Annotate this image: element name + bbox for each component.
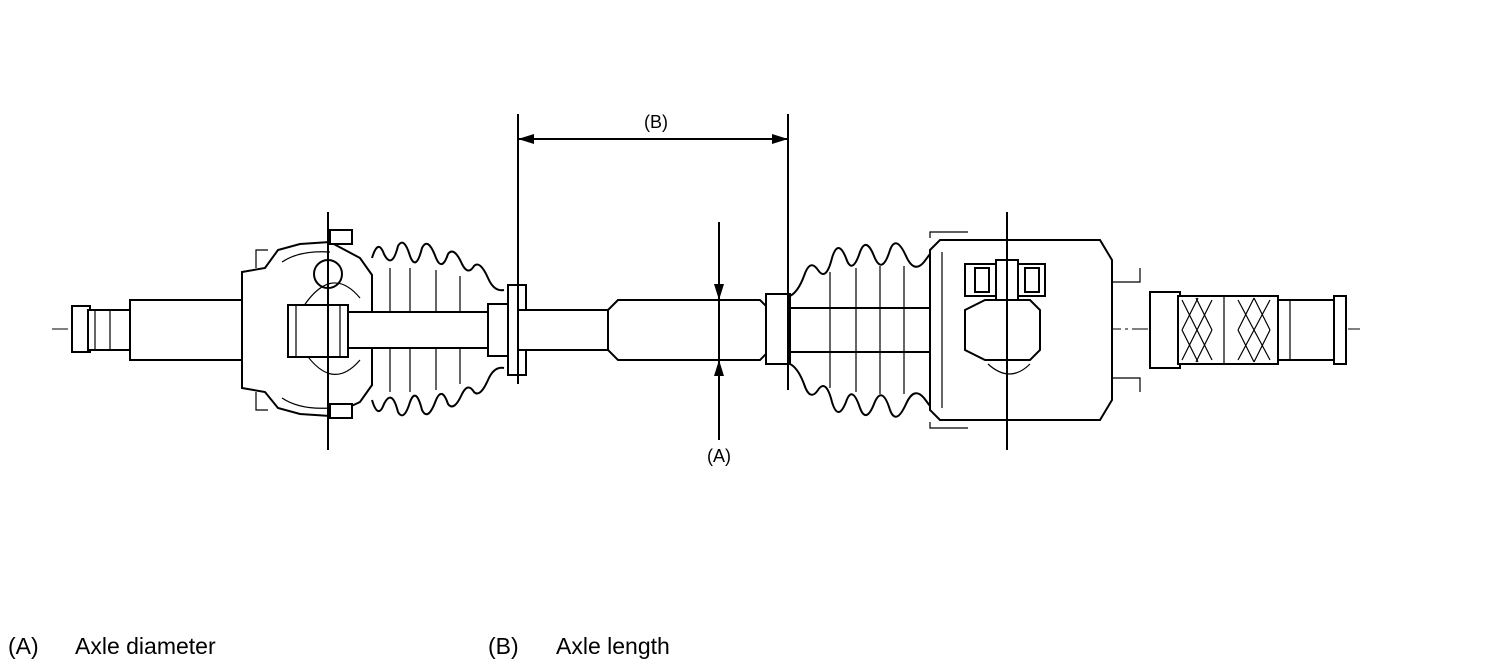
legend-text-b: Axle length	[556, 633, 670, 659]
right-splined-stub	[1149, 291, 1347, 369]
dimension-a-label: (A)	[707, 446, 731, 466]
dimension-a	[714, 222, 724, 440]
main-shaft	[347, 284, 966, 376]
legend-item-b: (B) Axle length	[488, 632, 948, 660]
legend-key-a: (A)	[8, 633, 39, 659]
left-stub-shaft	[71, 299, 243, 361]
legend-item-a: (A) Axle diameter	[8, 632, 468, 660]
legend-text-a: Axle diameter	[75, 633, 216, 659]
dimension-b	[517, 114, 789, 390]
left-cv-joint	[241, 229, 373, 419]
legend-key-b: (B)	[488, 633, 519, 659]
dimension-b-label: (B)	[644, 112, 668, 132]
right-boot	[789, 242, 937, 418]
right-tripod-joint	[929, 231, 1141, 429]
drive-axle-diagram: (B) (A)	[52, 112, 1360, 466]
